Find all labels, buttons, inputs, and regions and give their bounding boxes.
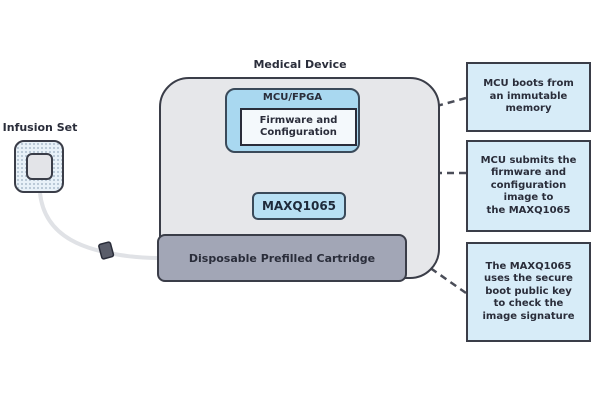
infusion-set-label: Infusion Set [2,121,78,134]
note-line: to check the [493,298,564,310]
note-line: image to [503,192,554,204]
infusion-set-pad [14,140,64,193]
disposable-cartridge: Disposable Prefilled Cartridge [157,234,407,282]
medical-device-label: Medical Device [253,58,347,71]
note-line: image signature [482,310,575,322]
note-line: the MAXQ1065 [486,204,571,216]
note-line: an immutable [489,90,568,102]
note-line: MCU submits the [480,154,577,166]
maxq1065-chip: MAXQ1065 [252,192,346,220]
note-line: memory [505,103,552,115]
infusion-set-core [26,153,53,180]
note-line: configuration [490,179,567,191]
note-line: The MAXQ1065 [485,260,572,272]
note-line: MCU boots from [483,78,574,90]
firmware-line-2: Configuration [260,127,337,138]
note-verify-signature: The MAXQ1065 uses the secure boot public… [466,242,591,342]
note-line: boot public key [485,285,572,297]
note-submit-image: MCU submits the firmware and configurati… [466,140,591,232]
mcu-fpga-label: MCU/FPGA [262,92,323,103]
firmware-line-1: Firmware and [259,115,338,126]
note-boot-immutable: MCU boots from an immutable memory [466,62,591,132]
note-line: uses the secure [484,273,573,285]
tube-connector [98,241,115,260]
firmware-config-box: Firmware and Configuration [240,108,357,146]
note-line: firmware and [491,167,566,179]
